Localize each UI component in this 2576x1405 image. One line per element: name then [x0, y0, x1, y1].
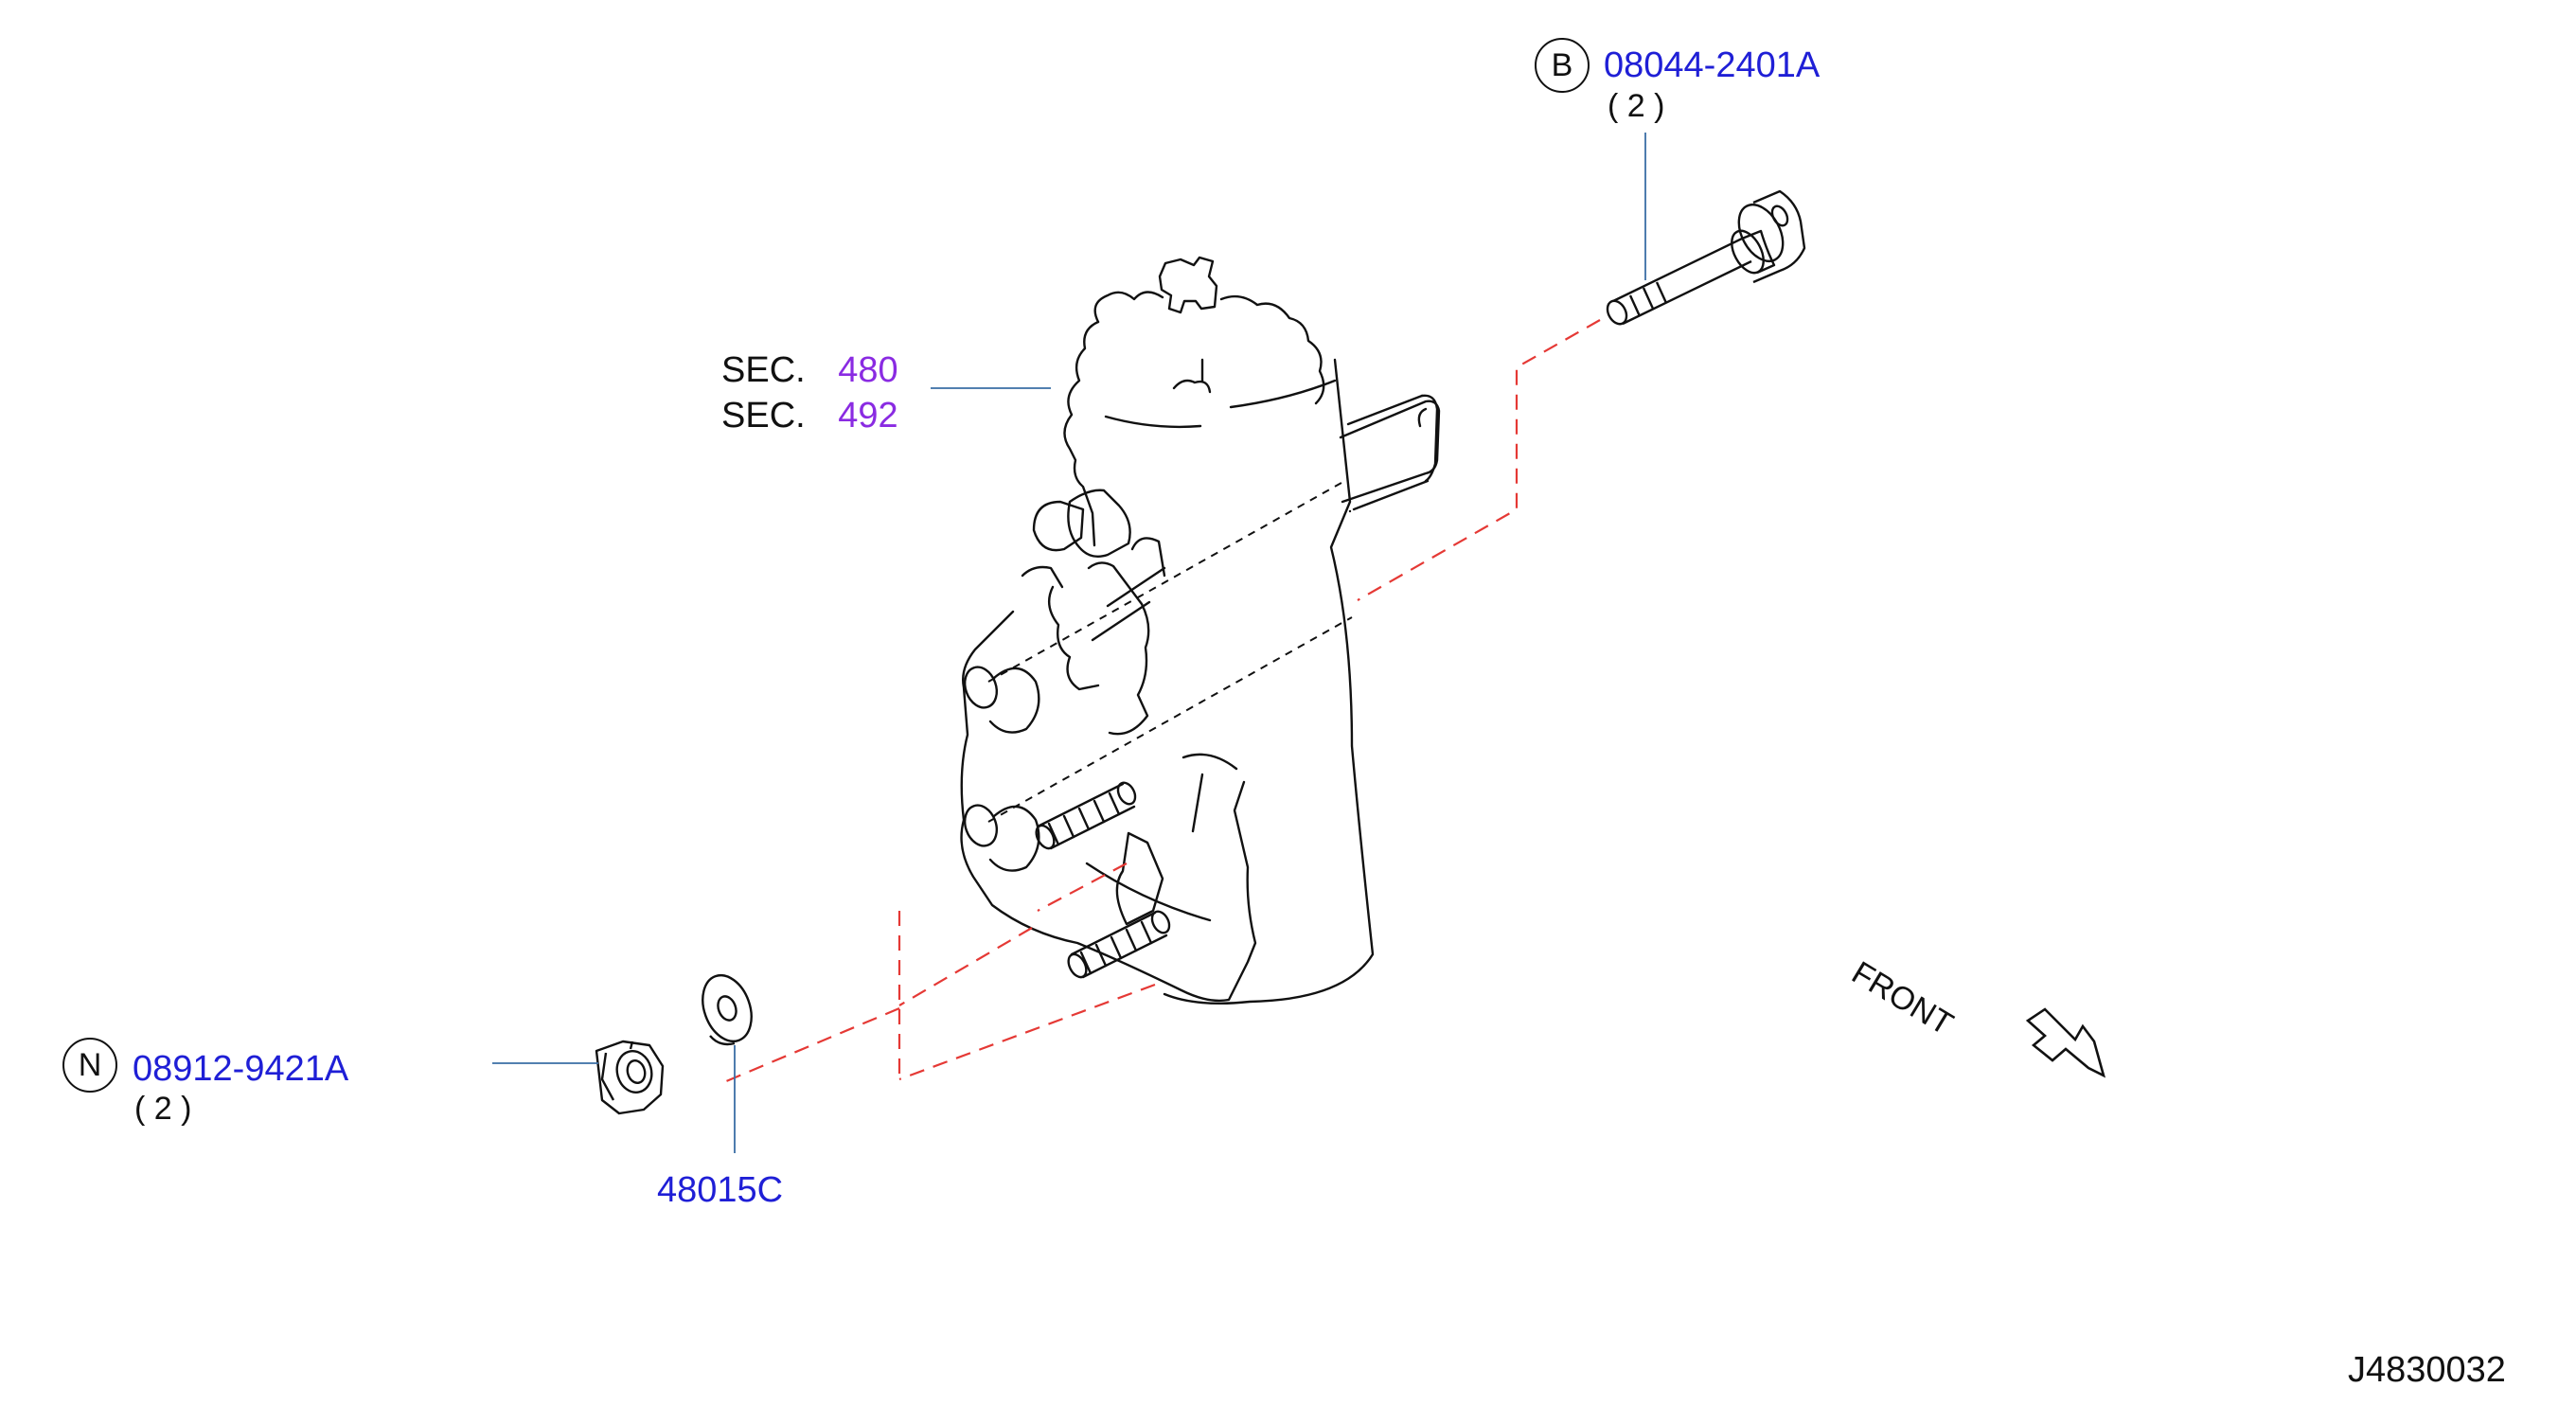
steering-gear-box: [960, 256, 1441, 1005]
section-number: 480: [838, 350, 898, 390]
flange-bolt: [1606, 189, 1806, 326]
washer-part-number[interactable]: 48015C: [657, 1170, 784, 1210]
leader-lines: [492, 133, 1646, 1153]
nut-symbol: N: [78, 1046, 102, 1083]
section-number: 492: [838, 396, 898, 436]
section-ref-480[interactable]: SEC. 480: [721, 352, 898, 388]
upper-stud: [1035, 781, 1137, 850]
section-prefix: SEC.: [721, 350, 806, 390]
center-lines: [987, 478, 1353, 823]
assembly-alignment-lines: [719, 319, 1601, 1086]
nut-quantity: ( 2 ): [134, 1091, 192, 1127]
bolt-symbol: B: [1551, 46, 1573, 83]
bolt-part-number[interactable]: 08044-2401A: [1604, 45, 1821, 85]
section-prefix: SEC.: [721, 396, 806, 436]
bolt-quantity: ( 2 ): [1608, 88, 1665, 124]
flange-nut: [595, 1040, 665, 1115]
nut-symbol-badge: N: [62, 1038, 117, 1093]
lower-stud: [1067, 910, 1171, 979]
front-arrow-icon: [2025, 1007, 2106, 1078]
drawing-id: J4830032: [2348, 1350, 2506, 1390]
nut-part-number[interactable]: 08912-9421A: [133, 1049, 349, 1089]
washer: [702, 973, 753, 1046]
section-ref-492[interactable]: SEC. 492: [721, 398, 898, 434]
bolt-symbol-badge: B: [1535, 38, 1590, 93]
